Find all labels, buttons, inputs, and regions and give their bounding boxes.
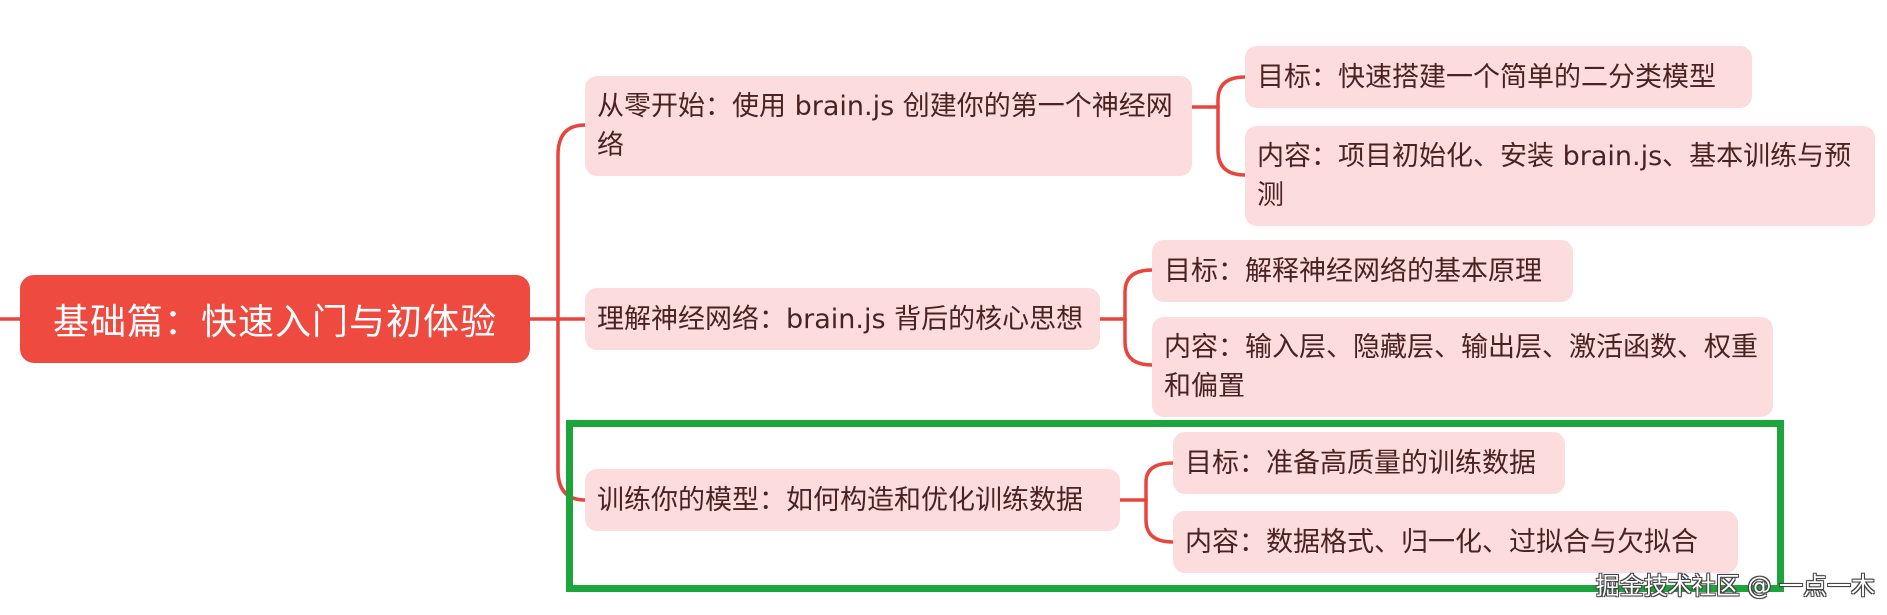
watermark: 掘金技术社区 @ 一点一木 <box>1595 572 1875 600</box>
branch-3-child-content-label: 内容：数据格式、归一化、过拟合与欠拟合 <box>1185 526 1698 558</box>
branch-3-child-1-line <box>1144 461 1175 502</box>
branch-node-3-label: 训练你的模型：如何构造和优化训练数据 <box>597 484 1083 516</box>
branch-node-2-label: 理解神经网络：brain.js 背后的核心思想 <box>597 303 1084 335</box>
branch-1-child-1-line <box>1216 75 1247 109</box>
branch-2-child-content[interactable]: 内容：输入层、隐藏层、输出层、激活函数、权重和偏置 <box>1152 317 1773 417</box>
branch-node-1[interactable]: 从零开始：使用 brain.js 创建你的第一个神经网络 <box>585 76 1192 176</box>
root-node-label: 基础篇：快速入门与初体验 <box>52 302 497 343</box>
branch-2-child-goal-label: 目标：解释神经网络的基本原理 <box>1164 255 1542 287</box>
branch-1-child-goal-label: 目标：快速搭建一个简单的二分类模型 <box>1257 61 1716 93</box>
branch-1-child-content[interactable]: 内容：项目初始化、安装 brain.js、基本训练与预测 <box>1245 126 1875 226</box>
branch-1-child-content-label: 内容：项目初始化、安装 brain.js、基本训练与预测 <box>1257 141 1852 211</box>
branch-3-connector <box>556 317 587 502</box>
branch-3-child-2-line <box>1144 498 1175 544</box>
branch-3-child-content[interactable]: 内容：数据格式、归一化、过拟合与欠拟合 <box>1173 511 1738 573</box>
branch-2-child-2-line <box>1123 317 1154 367</box>
branch-1-child-goal[interactable]: 目标：快速搭建一个简单的二分类模型 <box>1245 46 1752 108</box>
branch-node-1-label: 从零开始：使用 brain.js 创建你的第一个神经网络 <box>597 91 1173 161</box>
branch-node-3[interactable]: 训练你的模型：如何构造和优化训练数据 <box>585 469 1120 531</box>
branch-3-child-goal[interactable]: 目标：准备高质量的训练数据 <box>1173 432 1565 494</box>
branch-1-connector <box>556 123 587 321</box>
branch-1-child-2-line <box>1216 105 1247 177</box>
root-node[interactable]: 基础篇：快速入门与初体验 <box>20 275 530 363</box>
branch-2-child-content-label: 内容：输入层、隐藏层、输出层、激活函数、权重和偏置 <box>1164 332 1758 402</box>
branch-node-2[interactable]: 理解神经网络：brain.js 背后的核心思想 <box>585 288 1100 350</box>
branch-2-child-1-line <box>1123 268 1154 321</box>
branch-2-child-goal[interactable]: 目标：解释神经网络的基本原理 <box>1152 240 1573 302</box>
highlight-box <box>566 420 1784 592</box>
branch-3-child-goal-label: 目标：准备高质量的训练数据 <box>1185 447 1536 479</box>
